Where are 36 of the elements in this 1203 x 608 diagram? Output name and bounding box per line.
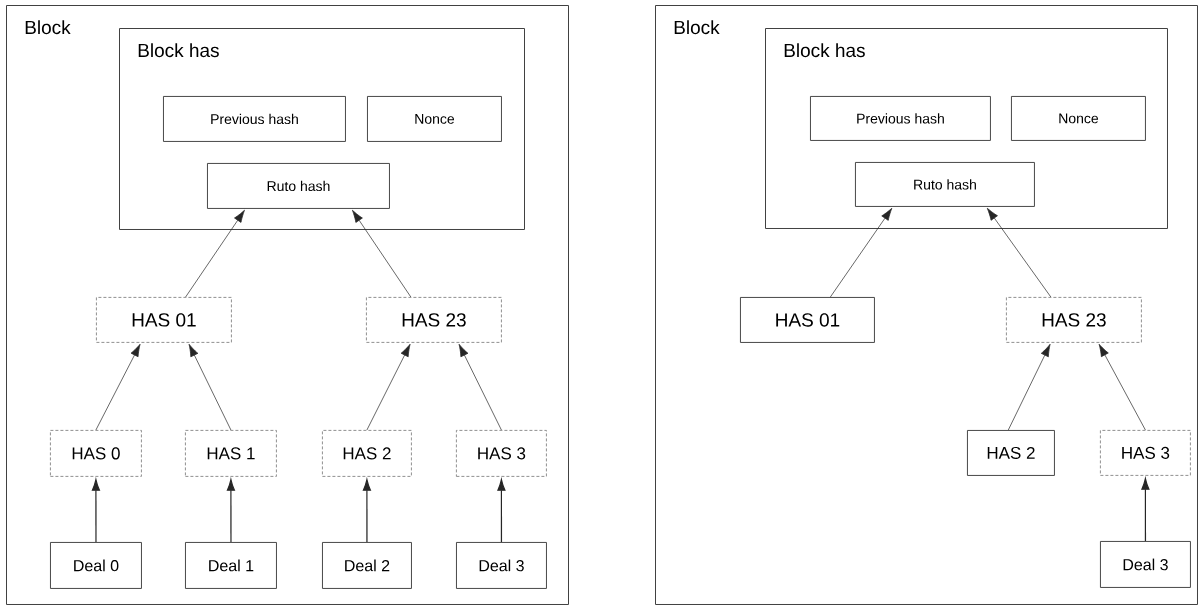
arrow <box>95 343 141 431</box>
arrow <box>91 479 101 543</box>
arrow <box>1141 478 1150 542</box>
dashed-box: HAS 23 <box>1006 297 1142 343</box>
process-box: Previous hash <box>810 96 991 141</box>
dashed-box: HAS 3 <box>456 430 547 477</box>
dashed-box: HAS 1 <box>185 430 277 477</box>
dashed-box: HAS 3 <box>1100 430 1191 476</box>
arrow <box>1098 343 1146 431</box>
arrow <box>362 479 372 543</box>
process-box: Ruto hash <box>207 163 390 209</box>
dashed-box: HAS 01 <box>96 297 232 343</box>
arrow <box>458 343 502 431</box>
process-box: Deal 1 <box>185 542 277 589</box>
dashed-box: HAS 2 <box>322 430 412 477</box>
process-box: Ruto hash <box>855 162 1035 207</box>
dashed-box: HAS 23 <box>366 297 502 343</box>
dashed-box: HAS 0 <box>50 430 142 477</box>
arrow <box>188 343 232 431</box>
process-box: Nonce <box>1011 96 1146 141</box>
arrow <box>986 207 1052 298</box>
process-box: Deal 3 <box>456 542 547 589</box>
process-box: HAS 2 <box>967 430 1055 476</box>
process-box: HAS 01 <box>740 297 875 343</box>
arrow <box>497 479 506 543</box>
arrow <box>352 209 412 298</box>
process-box: Previous hash <box>163 96 346 142</box>
arrow <box>830 207 893 298</box>
process-box: Deal 2 <box>322 542 412 589</box>
arrow <box>185 209 245 298</box>
process-box: Deal 3 <box>1100 541 1191 588</box>
process-box: Deal 0 <box>50 542 142 589</box>
process-box: Nonce <box>367 96 502 142</box>
arrow <box>366 343 411 431</box>
arrow <box>1007 343 1051 431</box>
arrow <box>226 479 236 543</box>
